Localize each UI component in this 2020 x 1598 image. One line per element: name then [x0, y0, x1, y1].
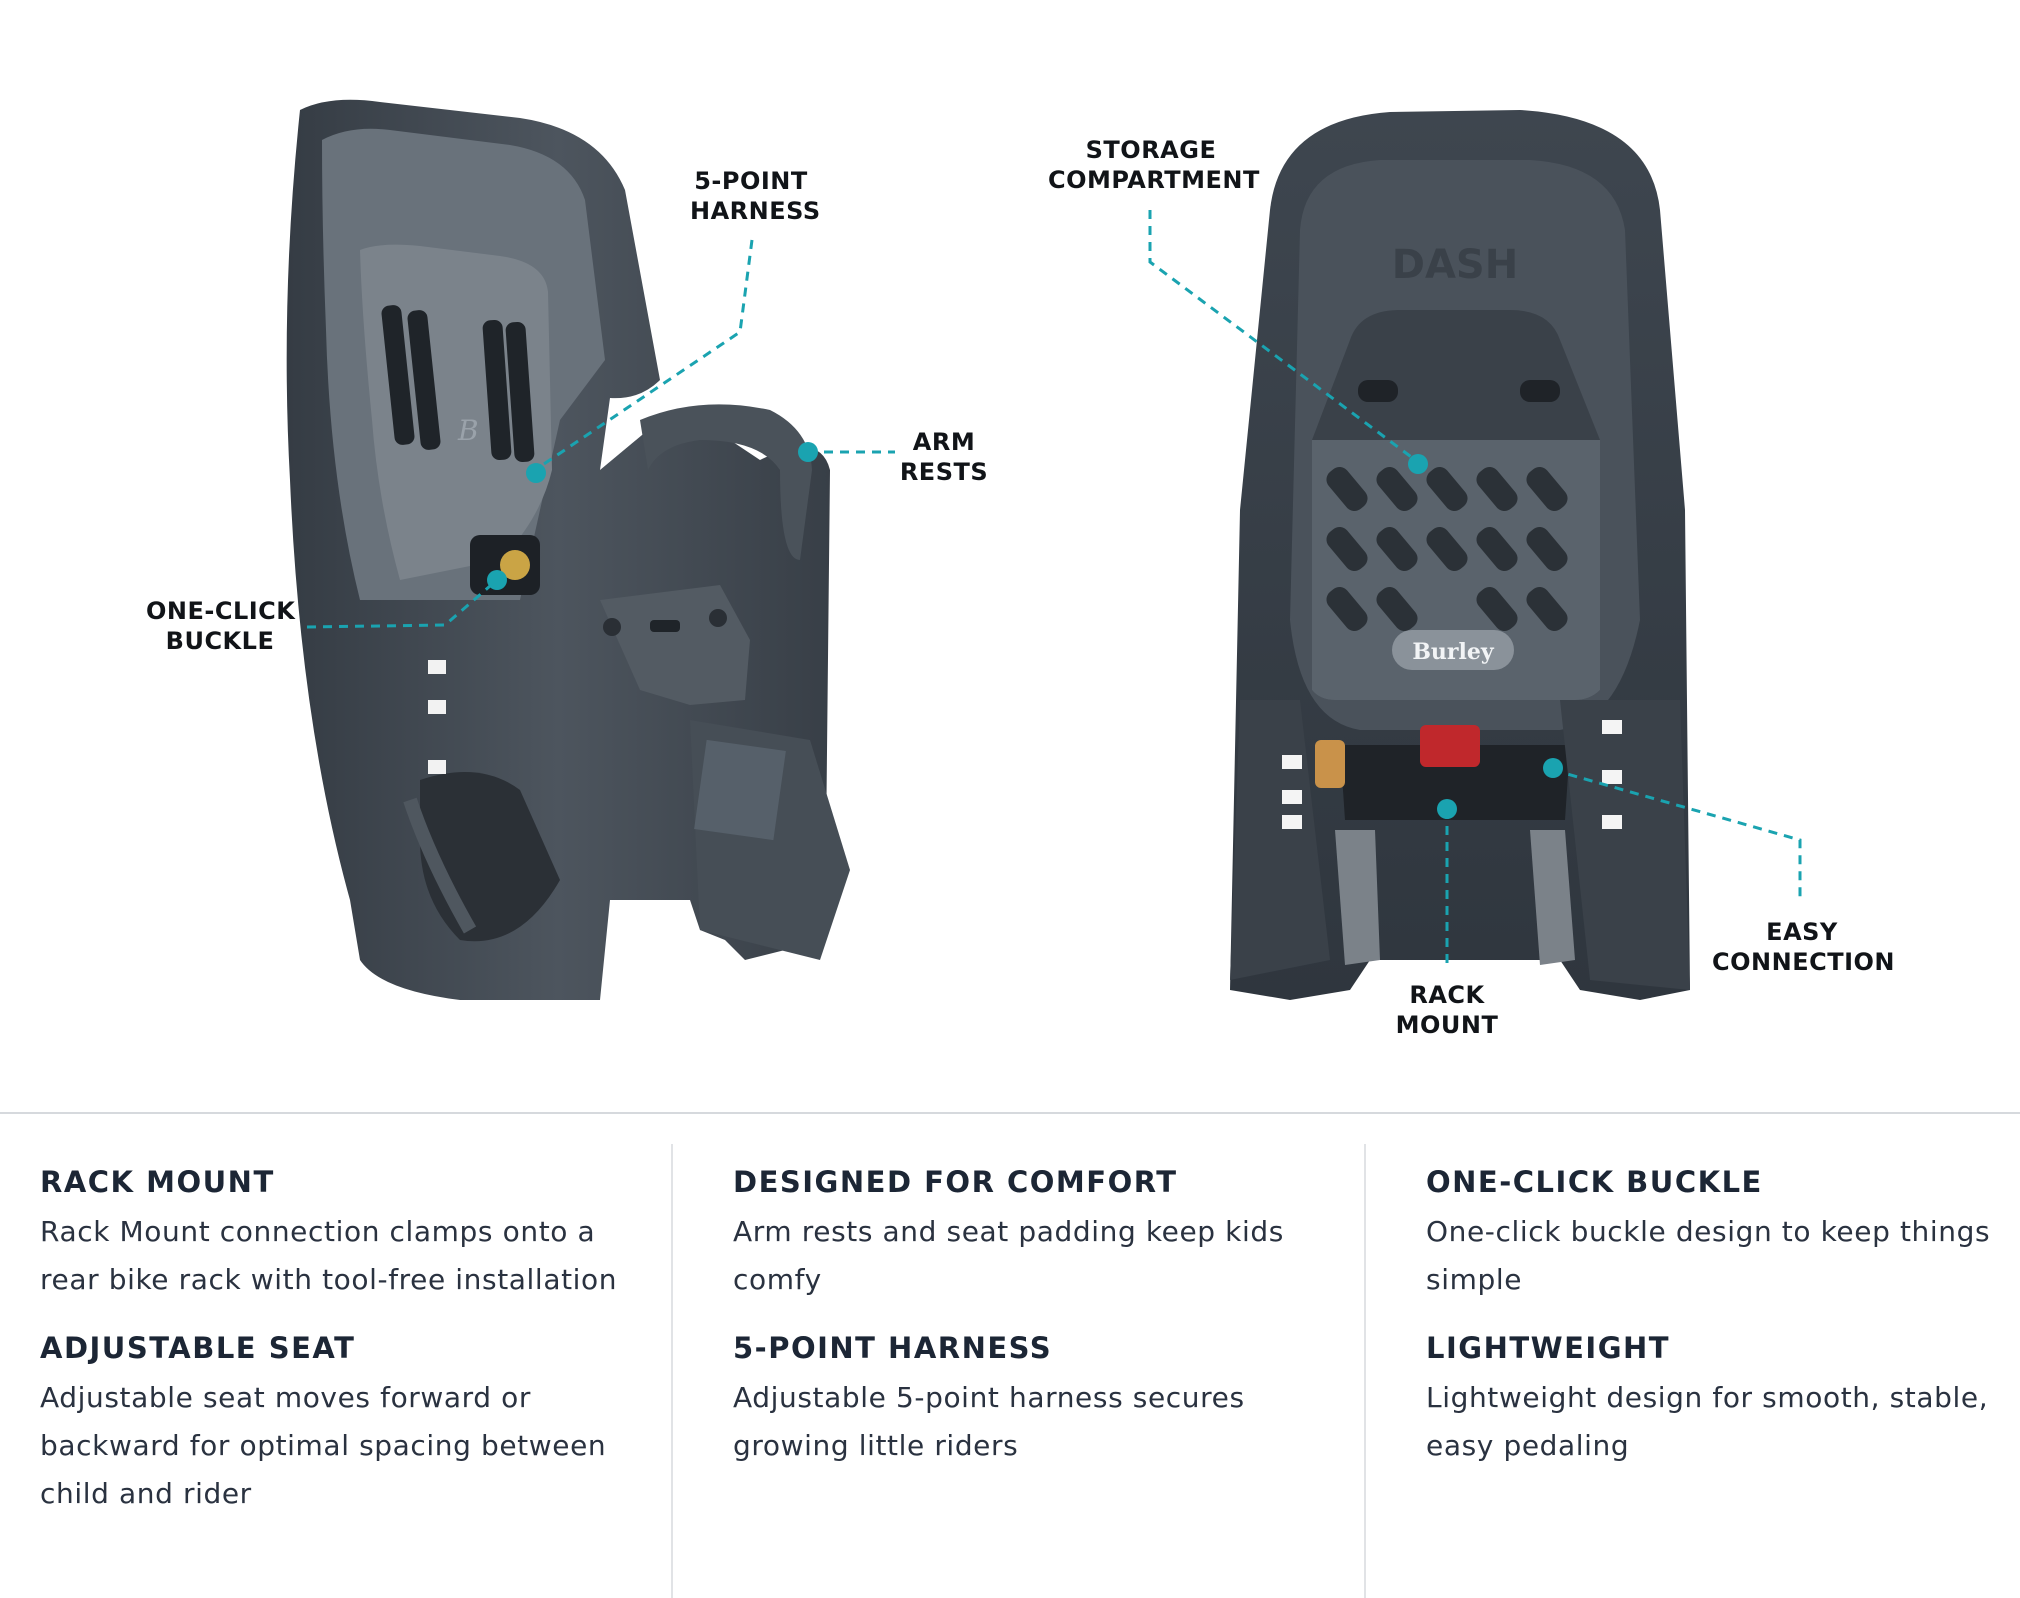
right-seat-image: DASH [1230, 110, 1690, 1000]
left-seat-pad [360, 244, 552, 580]
burley-logo-badge [1392, 630, 1514, 670]
feature-description: Adjustable seat moves forward or backwar… [40, 1381, 607, 1510]
reflector [1420, 725, 1480, 767]
section-divider [0, 1112, 2020, 1114]
feature-column-1: RACK MOUNT Rack Mount connection clamps … [40, 1164, 650, 1544]
callout-line-buckle [306, 578, 498, 629]
feature-column-3: ONE-CLICK BUCKLE One-click buckle design… [1426, 1164, 2006, 1496]
callout-dot-buckle [487, 570, 507, 590]
callout-line-easy-connection [1552, 768, 1802, 900]
feature-title: 5-POINT HARNESS [733, 1331, 1053, 1365]
product-figure: B DASH [146, 99, 1895, 1039]
clamp-knob [1315, 740, 1345, 788]
callout-dot-easy-connection [1543, 758, 1563, 778]
column-separator-1 [671, 1144, 673, 1598]
callout-dot-rack-mount [1437, 799, 1457, 819]
feature-lightweight: LIGHTWEIGHT Lightweight design for smoot… [1426, 1330, 2006, 1470]
callout-buckle: ONE-CLICK BUCKLE [146, 597, 296, 655]
feature-column-2: DESIGNED FOR COMFORT Arm rests and seat … [733, 1164, 1343, 1496]
feature-description: One-click buckle design to keep things s… [1426, 1215, 1991, 1296]
callout-storage: STORAGE COMPARTMENT [1048, 136, 1260, 194]
left-seat-image: B [286, 99, 850, 1001]
callout-rack-mount: RACK MOUNT [1395, 981, 1499, 1039]
callout-dots [487, 442, 1563, 819]
left-harness-strap-2 [407, 310, 441, 450]
callout-line-harness [534, 239, 754, 472]
right-seat-leg-right [1560, 700, 1690, 990]
feature-title: ONE-CLICK BUCKLE [1426, 1165, 1763, 1199]
storage-vent-grid [1326, 466, 1568, 632]
callout-dot-storage [1408, 454, 1428, 474]
left-label-sticker [694, 739, 786, 841]
rack-clamp [1340, 745, 1570, 820]
left-pad-mark: B [457, 414, 479, 447]
burley-logo: Burley [1412, 639, 1495, 665]
feature-description: Rack Mount connection clamps onto a rear… [40, 1215, 618, 1296]
feature-rack-mount: RACK MOUNT Rack Mount connection clamps … [40, 1164, 650, 1304]
left-harness-strap-4 [505, 322, 535, 462]
left-harness-strap-3 [482, 320, 512, 460]
feature-description: Lightweight design for smooth, stable, e… [1426, 1381, 1989, 1462]
callout-harness: 5-POINT HARNESS [690, 167, 821, 225]
right-seat-brand-mark: DASH [1392, 242, 1518, 288]
callout-dot-harness [526, 463, 546, 483]
column-separator-2 [1364, 1144, 1366, 1598]
right-seat-leg-left [1230, 700, 1330, 980]
feature-title: ADJUSTABLE SEAT [40, 1331, 356, 1365]
feature-description: Arm rests and seat padding keep kids com… [733, 1215, 1284, 1296]
feature-title: RACK MOUNT [40, 1165, 275, 1199]
callout-easy-connection: EASY CONNECTION [1712, 918, 1895, 976]
feature-title: LIGHTWEIGHT [1426, 1331, 1671, 1365]
feature-title: DESIGNED FOR COMFORT [733, 1165, 1178, 1199]
feature-description: Adjustable 5-point harness secures growi… [733, 1381, 1245, 1462]
callout-dot-arm-rests [798, 442, 818, 462]
callout-line-storage [1148, 210, 1419, 464]
feature-5-point-harness: 5-POINT HARNESS Adjustable 5-point harne… [733, 1330, 1343, 1470]
product-illustration: B DASH [286, 99, 1802, 1001]
feature-adjustable-seat: ADJUSTABLE SEAT Adjustable seat moves fo… [40, 1330, 650, 1518]
callout-arm-rests: ARM RESTS [899, 428, 989, 486]
left-buckle-button [500, 550, 530, 580]
left-arm-rest [640, 404, 812, 560]
callout-lines [306, 210, 1802, 965]
left-harness-strap-1 [381, 305, 415, 445]
feature-one-click-buckle: ONE-CLICK BUCKLE One-click buckle design… [1426, 1164, 2006, 1304]
feature-designed-for-comfort: DESIGNED FOR COMFORT Arm rests and seat … [733, 1164, 1343, 1304]
